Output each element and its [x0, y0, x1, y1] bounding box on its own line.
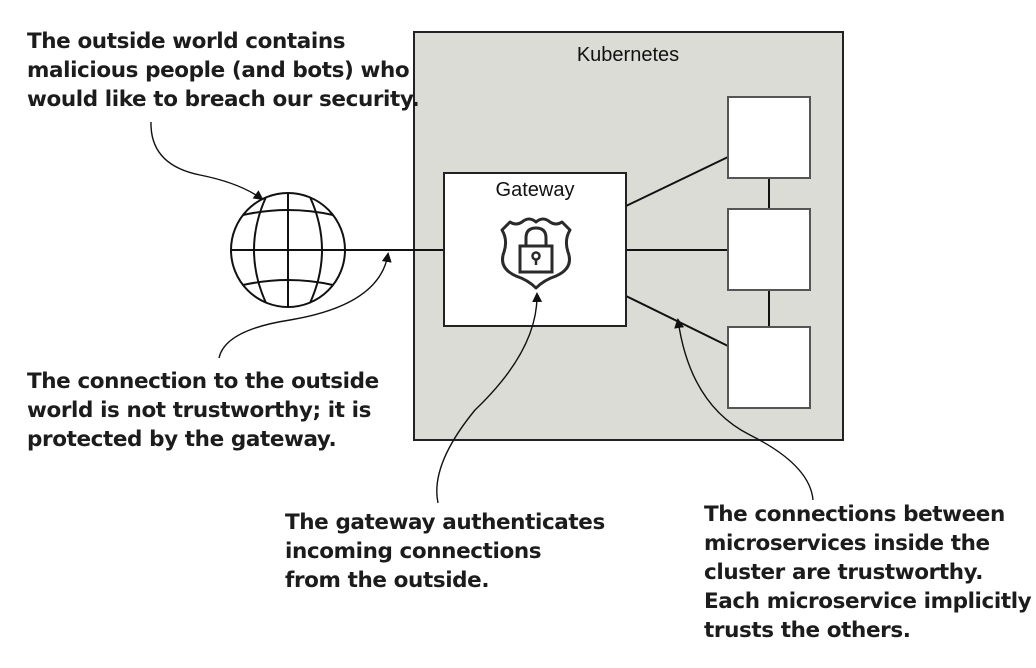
annotation-line: protected by the gateway.	[27, 427, 337, 452]
connection-annotation: The connection to the outside world is n…	[27, 367, 379, 454]
annotation-line: would like to breach our security.	[27, 87, 420, 112]
annotation-line: from the outside.	[285, 568, 490, 593]
annotation-line: microservices inside the	[704, 531, 990, 556]
gateway-auth-annotation: The gateway authenticates incoming conne…	[285, 508, 605, 595]
annotation-line: trusts the others.	[704, 618, 911, 643]
annotation-line: The outside world contains	[27, 29, 346, 54]
outside-world-callout-arrow	[150, 121, 264, 201]
gateway-label: Gateway	[496, 179, 575, 201]
annotation-line: The connection to the outside	[27, 369, 379, 394]
gateway-to-service-1-connection	[625, 156, 729, 207]
annotation-line: The connections between	[704, 502, 1005, 527]
outside-world-annotation: The outside world contains malicious peo…	[27, 27, 420, 114]
kubernetes-label: Kubernetes	[577, 44, 679, 66]
annotation-line: world is not trustworthy; it is	[27, 398, 372, 423]
internal-trust-annotation: The connections between microservices in…	[704, 500, 1032, 645]
annotation-line: malicious people (and bots) who	[27, 58, 410, 83]
shield-lock-icon	[500, 217, 572, 290]
annotation-line: incoming connections	[285, 539, 542, 564]
microservice-box	[727, 326, 811, 409]
annotation-line: The gateway authenticates	[285, 510, 605, 535]
globe-icon	[230, 192, 346, 308]
internal-trust-callout-arrow	[674, 318, 814, 501]
connection-callout-arrow	[218, 252, 392, 359]
microservice-box	[727, 208, 811, 291]
microservice-box	[727, 96, 811, 179]
annotation-line: Each microservice implicitly	[704, 589, 1032, 614]
gateway-auth-callout-arrow	[436, 292, 543, 504]
annotation-line: cluster are trustworthy.	[704, 560, 984, 585]
